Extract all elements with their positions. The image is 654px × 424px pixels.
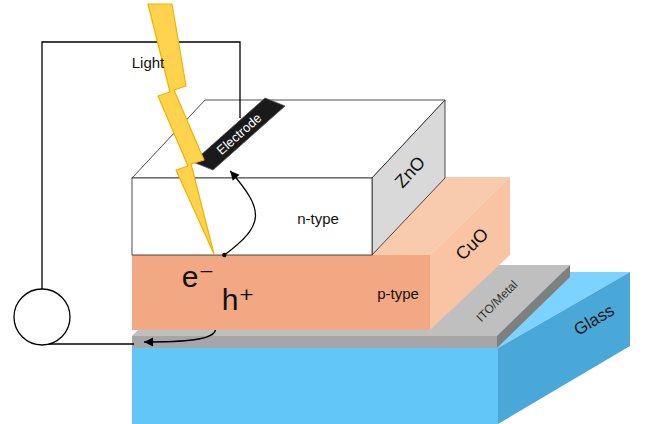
ito-side-face (497, 265, 570, 348)
light-label: Light (132, 55, 165, 70)
electrode-node: Electrode (193, 97, 286, 171)
doping-type: n-type (297, 211, 339, 226)
arrow-head (230, 171, 239, 181)
carrier-dot (222, 253, 226, 257)
carrier-symbol: h⁺ (222, 285, 255, 315)
layer-name: ITO/Metal (474, 278, 520, 324)
zno-side-face (372, 100, 445, 255)
electrode-bar (193, 98, 285, 170)
carrier-path (224, 171, 255, 255)
cuo-front-face (132, 255, 430, 330)
ito-front-face (132, 336, 497, 348)
zno-layer: ZnO n-type (132, 100, 445, 255)
doping-type: p-type (377, 286, 419, 301)
layer-name: CuO (452, 225, 491, 264)
layer-name: ZnO (391, 153, 428, 191)
carrier-symbol: e⁻ (182, 262, 215, 292)
ito-layer: ITO/Metal (132, 336, 497, 348)
cuo-layer: e⁻h⁺CuOp-type (132, 255, 430, 330)
arrow-head (144, 338, 153, 347)
circuit-wire (46, 343, 134, 344)
light-bolt (148, 4, 214, 254)
circuit-wire (42, 42, 240, 289)
zno-front-face (132, 178, 372, 255)
carrier-path (144, 330, 215, 342)
light-bolt-node: Light (140, 0, 220, 256)
layer-name: Glass (571, 302, 617, 339)
carrier-path-arrow (222, 171, 255, 257)
glass-front-face (132, 348, 498, 424)
load-symbol (14, 289, 70, 345)
carrier-path-arrow (144, 330, 215, 347)
glass-substrate: Glass (498, 270, 630, 424)
electrode-label: Electrode (214, 111, 264, 157)
